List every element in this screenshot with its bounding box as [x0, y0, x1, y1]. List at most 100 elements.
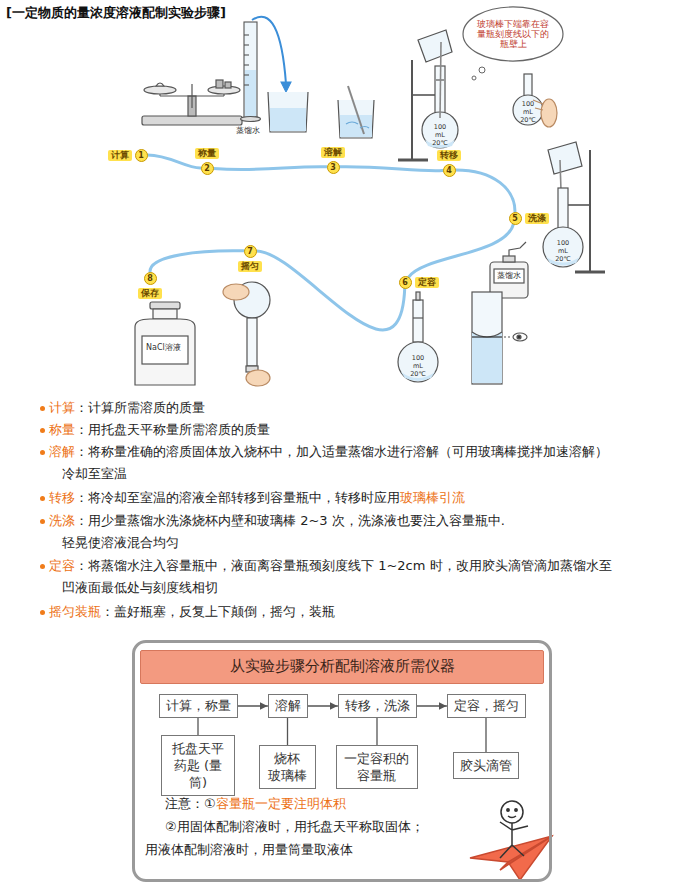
- shaking-flask-part: [246, 370, 270, 386]
- transfer-flask: [398, 30, 458, 160]
- connector: [308, 705, 338, 706]
- instrument-box: 托盘天平 药匙 (量筒): [161, 735, 235, 796]
- washing-flask-part: [548, 142, 582, 174]
- dissolving-beaker: [338, 86, 374, 138]
- bubble-tail-part: [479, 67, 485, 73]
- transfer-flask-part: [418, 30, 452, 62]
- paper-plane-figure-part: [508, 816, 516, 818]
- text-row: 转移：将冷却至室温的溶液全部转移到容量瓶中，转移时应用玻璃棒引流: [40, 490, 465, 506]
- shaking-flask-part: [247, 318, 257, 366]
- paper-plane-figure-part: [507, 809, 509, 811]
- transfer-flask-part: [412, 94, 435, 96]
- body-text: ：用托盘天平称量所需溶质的质量: [75, 422, 270, 437]
- meniscus-zoom-part: [517, 335, 521, 339]
- step-marker: 称量2: [201, 162, 214, 175]
- step-box-text: 定容，摇匀: [454, 698, 519, 714]
- balance-part: [156, 83, 164, 86]
- shaking-flask: [223, 282, 270, 386]
- wash-bottle-part: [509, 242, 526, 256]
- meniscus-zoom-part: [504, 336, 511, 337]
- storage-bottle: [135, 302, 195, 385]
- step-box-text: 计算，称量: [166, 698, 231, 714]
- step-box: 溶解: [268, 694, 308, 718]
- volume-fixing-flask-part: [413, 317, 423, 318]
- transfer-flask-part: [398, 159, 428, 162]
- text-row: 摇匀装瓶：盖好瓶塞，反复上下颠倒，摇匀，装瓶: [40, 604, 335, 620]
- balance-part: [216, 80, 223, 88]
- figure-label: 100 mL 20℃: [406, 355, 430, 378]
- graduated-cylinder-part: [244, 22, 257, 118]
- connector: [238, 705, 268, 706]
- wash-bottle: [490, 242, 528, 298]
- transfer-flask-part: [440, 42, 441, 118]
- wash-bottle-part: [494, 269, 524, 283]
- text-row: 用液体配制溶液时，用量筒量取液体: [145, 842, 353, 858]
- text-row: 定容：将蒸馏水注入容量瓶中，液面离容量瓶颈刻度线下 1~2cm 时，改用胶头滴管…: [40, 558, 612, 574]
- body-text: ：将称量准确的溶质固体放入烧杯中，加入适量蒸馏水进行溶解（可用玻璃棒搅拌加速溶解…: [75, 444, 608, 459]
- text-row: 洗涤：用少量蒸馏水洗涤烧杯内壁和玻璃棒 2~3 次，洗涤液也要注入容量瓶中.: [40, 513, 505, 529]
- hand-held-flask-part: [533, 100, 543, 110]
- step-number: 7: [245, 246, 256, 257]
- balance-part: [208, 86, 240, 94]
- washing-flask: [543, 142, 605, 272]
- flow-path: [456, 170, 516, 212]
- bullet-dot: [40, 450, 45, 455]
- step-label: 溶解: [321, 147, 345, 158]
- step-label: 保存: [138, 288, 162, 299]
- body-text: 注意：①: [165, 796, 216, 811]
- hand-held-flask: [513, 74, 557, 127]
- beaker-with-water-part: [268, 92, 308, 132]
- storage-bottle-part: [142, 336, 188, 364]
- step-label: 称量: [195, 148, 219, 159]
- flow-path: [339, 167, 442, 171]
- step-number: 2: [202, 163, 213, 174]
- instrument-box: 一定容积的 容量瓶: [336, 745, 419, 789]
- bubble-tail: [472, 67, 485, 80]
- body-text: ：用少量蒸馏水洗涤烧杯内壁和玻璃棒 2~3 次，洗涤液也要注入容量瓶中.: [75, 513, 505, 528]
- bullet-dot: [40, 428, 45, 433]
- highlight-text: 容量瓶一定要注明体积: [216, 796, 346, 811]
- beaker-with-water-part: [270, 108, 306, 131]
- step-number: 4: [444, 165, 455, 176]
- step-marker: 摇匀7: [244, 245, 257, 258]
- volume-fixing-flask-part: [413, 300, 423, 342]
- body-text: 轻晃使溶液混合均匀: [62, 535, 179, 550]
- step-number: 3: [328, 162, 339, 173]
- bullet-dot: [40, 564, 45, 569]
- figure-label: NaCl溶液: [146, 343, 181, 353]
- step-marker: 转移4: [443, 164, 456, 177]
- meniscus-zoom-part: [472, 292, 502, 384]
- bullet-dot: [40, 610, 45, 615]
- flow-path: [148, 155, 201, 168]
- bullet-dot: [40, 496, 45, 501]
- hand-held-flask-part: [541, 99, 557, 127]
- figure-label: 100 mL 20℃: [428, 124, 452, 147]
- text-row: 计算：计算所需溶质的质量: [40, 400, 205, 416]
- body-text: ：盖好瓶塞，反复上下颠倒，摇匀，装瓶: [101, 604, 335, 619]
- storage-bottle-part: [135, 319, 195, 385]
- flow-path: [213, 167, 326, 170]
- balance: [142, 80, 242, 125]
- instrument-box: 胶头滴管: [453, 752, 519, 779]
- graduated-cylinder-part: [245, 70, 256, 117]
- balance-part: [191, 84, 192, 108]
- body-text: ②用固体配制溶液时，用托盘天平称取固体；: [165, 819, 424, 834]
- graduated-cylinder-part: [244, 34, 249, 35]
- body-text: ：将冷却至室温的溶液全部转移到容量瓶中，转移时应用: [75, 490, 400, 505]
- graduated-cylinder-part: [241, 117, 261, 122]
- highlight-text: 计算: [49, 400, 75, 415]
- step-label: 定容: [415, 277, 439, 288]
- bullet-dot: [40, 519, 45, 524]
- hand-held-flask-part: [513, 95, 543, 125]
- connector: [376, 718, 377, 745]
- washing-flask-part: [543, 227, 583, 267]
- panel-heading: 从实验步骤分析配制溶液所需仪器: [140, 650, 544, 684]
- washing-flask-part: [575, 271, 605, 274]
- step-box-text: 转移，洗涤: [345, 698, 410, 714]
- flow-path: [409, 224, 513, 277]
- dissolving-beaker-part: [340, 115, 372, 137]
- graduated-cylinder-part: [244, 84, 249, 85]
- step-box: 计算，称量: [159, 694, 238, 718]
- bubble-tail-part: [472, 76, 476, 80]
- text-row: 称量：用托盘天平称量所需溶质的质量: [40, 422, 270, 438]
